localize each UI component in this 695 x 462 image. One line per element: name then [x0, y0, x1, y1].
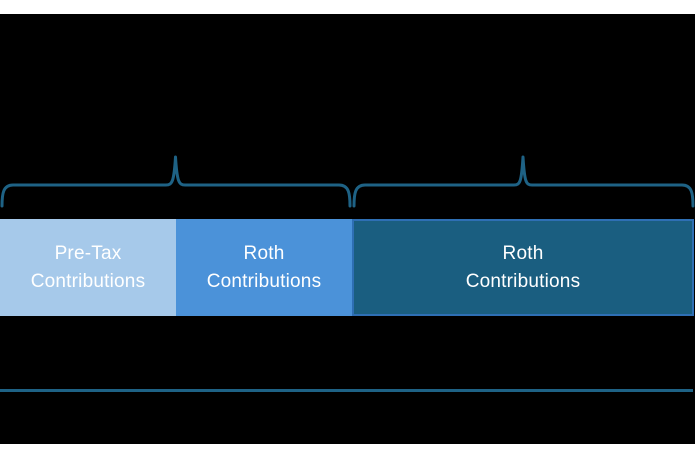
right-brace-icon	[352, 155, 695, 208]
segment-roth-contributions-dark: Roth Contributions	[352, 219, 694, 316]
segment-label: Roth Contributions	[466, 240, 581, 296]
segment-label-line1: Roth	[502, 242, 544, 264]
segment-roth-contributions-mid: Roth Contributions	[176, 219, 352, 316]
segment-label-line2: Contributions	[30, 270, 146, 292]
segment-label-line1: Pre-Tax	[54, 242, 122, 264]
contribution-bar: Pre-Tax Contributions Roth Contributions…	[0, 219, 694, 316]
brace-group	[0, 155, 695, 208]
segment-label-line2: Contributions	[465, 270, 581, 292]
segment-label: Roth Contributions	[207, 240, 322, 296]
segment-label-line2: Contributions	[206, 270, 322, 292]
left-brace-icon	[0, 155, 352, 208]
segment-pretax-contributions: Pre-Tax Contributions	[0, 219, 176, 316]
diagram-panel: Pre-Tax Contributions Roth Contributions…	[0, 14, 695, 444]
segment-label-line1: Roth	[243, 242, 285, 264]
horizontal-divider-line	[0, 389, 693, 392]
segment-label: Pre-Tax Contributions	[31, 240, 146, 296]
